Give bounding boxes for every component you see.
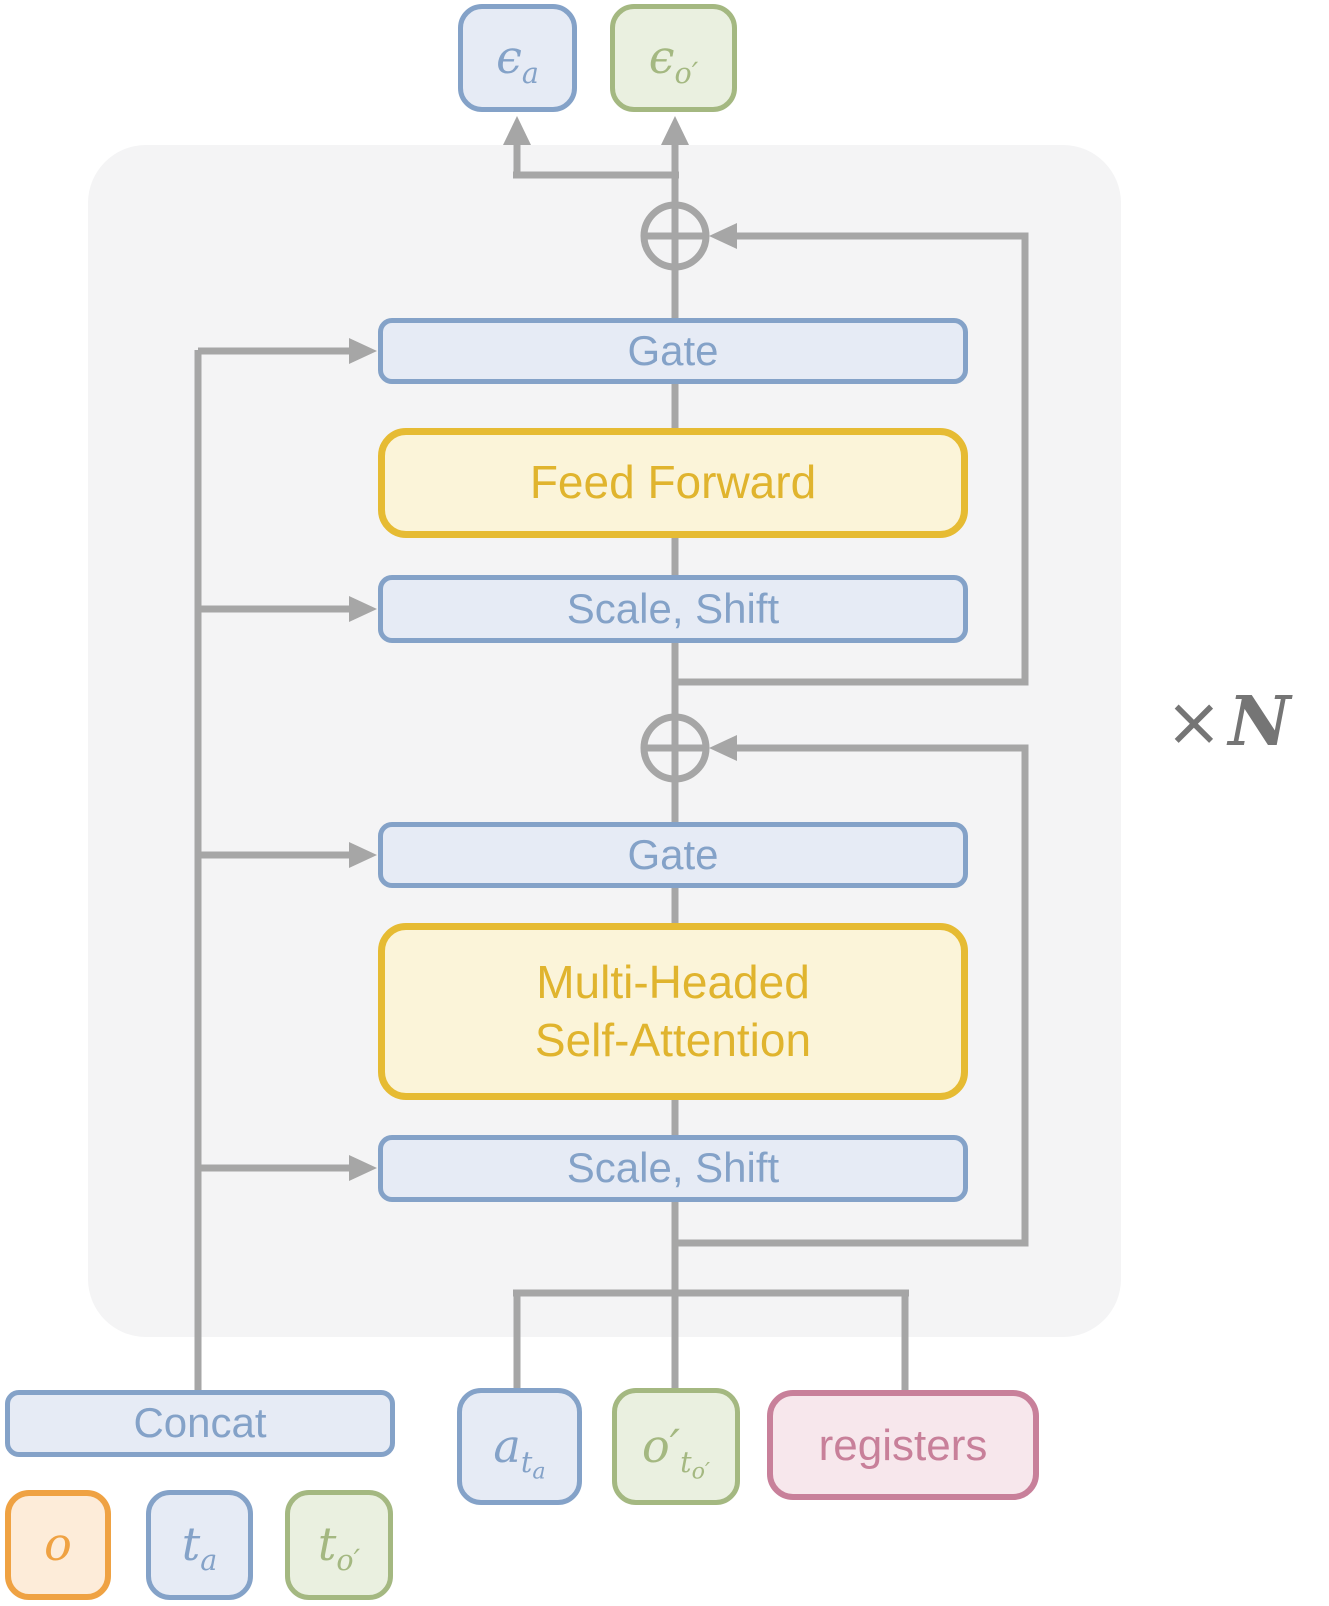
token-ta-symbol: t bbox=[181, 1517, 201, 1572]
times-symbol: × bbox=[1165, 682, 1223, 762]
o-subsubscript: o′ bbox=[691, 1458, 711, 1485]
add-icon bbox=[640, 201, 710, 271]
arrow-into-gate1 bbox=[349, 338, 377, 364]
token-to-subscript: o′ bbox=[336, 1544, 361, 1578]
a-subscript-t: t bbox=[520, 1445, 533, 1479]
token-to-symbol: t bbox=[317, 1517, 337, 1572]
node-scale-shift-1: Scale, Shift bbox=[378, 575, 968, 643]
feed-forward-label: Feed Forward bbox=[529, 456, 817, 509]
epsilon-a-symbol: ϵ bbox=[496, 30, 522, 85]
scale-shift-1-label: Scale, Shift bbox=[566, 584, 780, 632]
wire-input-bus bbox=[513, 1289, 909, 1392]
node-feed-forward: Feed Forward bbox=[378, 428, 968, 538]
gate-2-label: Gate bbox=[627, 830, 719, 878]
a-subsubscript: a bbox=[532, 1458, 546, 1485]
arrow-into-add-2 bbox=[709, 735, 737, 761]
o-prime-symbol: o′ bbox=[641, 1418, 681, 1473]
epsilon-a-subscript: a bbox=[521, 57, 539, 91]
mhsa-label-line1: Multi-Headed bbox=[536, 956, 810, 1008]
wire-output-fork bbox=[503, 116, 689, 179]
registers-label: registers bbox=[818, 1420, 988, 1470]
node-token-t-a: ta bbox=[146, 1490, 253, 1600]
a-symbol: a bbox=[493, 1418, 521, 1473]
node-token-t-o: to′ bbox=[285, 1490, 393, 1600]
arrow-into-gate2 bbox=[349, 842, 377, 868]
node-gate-2: Gate bbox=[378, 822, 968, 888]
gate-1-label: Gate bbox=[627, 326, 719, 374]
mhsa-label-line2: Self-Attention bbox=[534, 1013, 812, 1066]
repeat-count-label: × N bbox=[1128, 672, 1328, 772]
arrow-into-eps-a bbox=[503, 116, 531, 145]
wire-residual-2 bbox=[675, 735, 1029, 1247]
node-registers: registers bbox=[767, 1390, 1039, 1500]
scale-shift-2-label: Scale, Shift bbox=[566, 1144, 780, 1192]
node-token-o: o bbox=[5, 1490, 111, 1600]
arrow-into-scale-shift2 bbox=[349, 1155, 377, 1181]
concat-label: Concat bbox=[133, 1399, 267, 1447]
node-concat: Concat bbox=[5, 1390, 395, 1457]
node-gate-1: Gate bbox=[378, 318, 968, 384]
wire-residual-1 bbox=[675, 223, 1029, 686]
add-icon bbox=[640, 713, 710, 783]
arrow-into-eps-o bbox=[661, 116, 689, 145]
token-ta-subscript: a bbox=[200, 1544, 218, 1578]
epsilon-o-symbol: ϵ bbox=[648, 30, 675, 85]
node-o-prime-t-o: o′to′ bbox=[612, 1388, 740, 1505]
node-scale-shift-2: Scale, Shift bbox=[378, 1135, 968, 1202]
repeat-n: N bbox=[1228, 682, 1291, 762]
wire-conditioning-trunk bbox=[194, 338, 377, 1390]
arrow-into-add-1 bbox=[709, 223, 737, 249]
node-a-t-a: ata bbox=[457, 1388, 582, 1505]
node-epsilon-a: ϵa bbox=[458, 4, 577, 112]
token-o-symbol: o bbox=[44, 1517, 72, 1572]
node-epsilon-o-prime: ϵo′ bbox=[610, 4, 737, 112]
epsilon-o-subscript: o′ bbox=[674, 57, 699, 91]
o-subscript-t: t bbox=[680, 1445, 692, 1479]
arrow-into-scale-shift1 bbox=[349, 596, 377, 622]
node-multi-headed-self-attention: Multi-Headed Self-Attention bbox=[378, 923, 968, 1100]
